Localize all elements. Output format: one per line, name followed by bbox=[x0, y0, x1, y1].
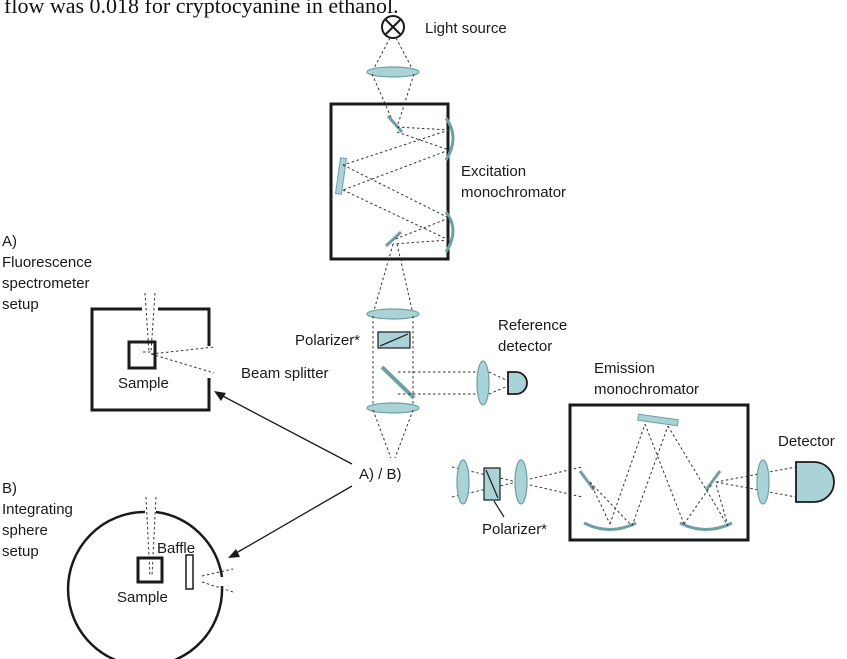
emission-optics bbox=[578, 413, 733, 531]
setup-b-label-line4: setup bbox=[2, 543, 39, 560]
condenser-lens bbox=[366, 66, 420, 78]
collimated-beam bbox=[372, 316, 414, 408]
focusing-lens bbox=[366, 402, 420, 414]
setup-a-label-line1: A) bbox=[2, 233, 17, 250]
sample-position-label: A) / B) bbox=[359, 466, 402, 483]
setup-b-excitation-beam bbox=[145, 496, 157, 577]
setup-a-emission-beam bbox=[143, 346, 215, 374]
setup-a-label-line4: setup bbox=[2, 296, 39, 313]
polarizer-bottom-label: Polarizer* bbox=[482, 521, 547, 538]
polarizer-bottom-leader bbox=[493, 500, 505, 518]
light-source-label: Light source bbox=[425, 20, 507, 37]
reference-label-line1: Reference bbox=[498, 317, 567, 334]
beam-splitter-label: Beam splitter bbox=[241, 365, 329, 382]
reference-detector-icon bbox=[507, 371, 528, 395]
reference-focus-beam bbox=[488, 371, 509, 395]
header-partial-text: flow was 0.018 for cryptocyanine in etha… bbox=[4, 0, 399, 18]
setup-a-sample-chamber bbox=[90, 307, 211, 412]
excitation-label-line1: Excitation bbox=[461, 163, 526, 180]
light-source-icon bbox=[381, 15, 405, 39]
detector-label: Detector bbox=[778, 433, 835, 450]
baffle-label: Baffle bbox=[157, 540, 195, 557]
emission-label-line1: Emission bbox=[594, 360, 655, 377]
reference-label-line2: detector bbox=[498, 338, 552, 355]
excitation-monochromator-box bbox=[329, 102, 450, 261]
setup-a-label-line3: spectrometer bbox=[2, 275, 90, 292]
emission-label-line2: monochromator bbox=[594, 381, 699, 398]
reference-lens bbox=[476, 360, 490, 406]
emission-lens-1 bbox=[456, 459, 470, 505]
setup-b-emission-beam bbox=[201, 568, 234, 593]
excitation-exit-beam bbox=[372, 243, 414, 315]
detector-icon bbox=[795, 461, 835, 503]
emission-monochromator-box bbox=[568, 403, 750, 542]
setup-b-label-line1: B) bbox=[2, 480, 17, 497]
excitation-label-line2: monochromator bbox=[461, 184, 566, 201]
polarizer-top-label: Polarizer* bbox=[295, 332, 360, 349]
setup-b-label-line3: sphere bbox=[2, 522, 48, 539]
integrating-sphere bbox=[66, 510, 224, 659]
excitation-beam-path bbox=[342, 126, 450, 245]
setup-a-sample-cuvette bbox=[127, 340, 157, 370]
arrow-to-setup-b bbox=[228, 485, 353, 558]
entrance-beam bbox=[371, 73, 415, 125]
detector-lens bbox=[756, 459, 770, 505]
setup-a-label-line2: Fluorescence bbox=[2, 254, 92, 271]
setup-b-label-line2: Integrating bbox=[2, 501, 73, 518]
excitation-polarizer bbox=[377, 331, 411, 349]
beam-splitter bbox=[380, 365, 416, 400]
emission-lens-2 bbox=[514, 459, 528, 505]
emission-polarizer bbox=[483, 467, 501, 501]
detector-beam bbox=[715, 466, 797, 498]
focused-beam bbox=[372, 409, 414, 459]
source-beam bbox=[371, 37, 415, 73]
emission-beam-path bbox=[589, 423, 729, 527]
setup-b-sample-label: Sample bbox=[117, 589, 168, 606]
integrating-sphere-upper bbox=[155, 510, 224, 578]
excitation-optics bbox=[334, 115, 455, 253]
arrow-to-setup-a bbox=[214, 391, 353, 465]
setup-b-sample-cuvette bbox=[136, 556, 164, 584]
setup-a-sample-label: Sample bbox=[118, 375, 169, 392]
collimating-lens bbox=[366, 308, 420, 320]
reference-beam bbox=[398, 371, 482, 395]
baffle bbox=[185, 554, 194, 590]
